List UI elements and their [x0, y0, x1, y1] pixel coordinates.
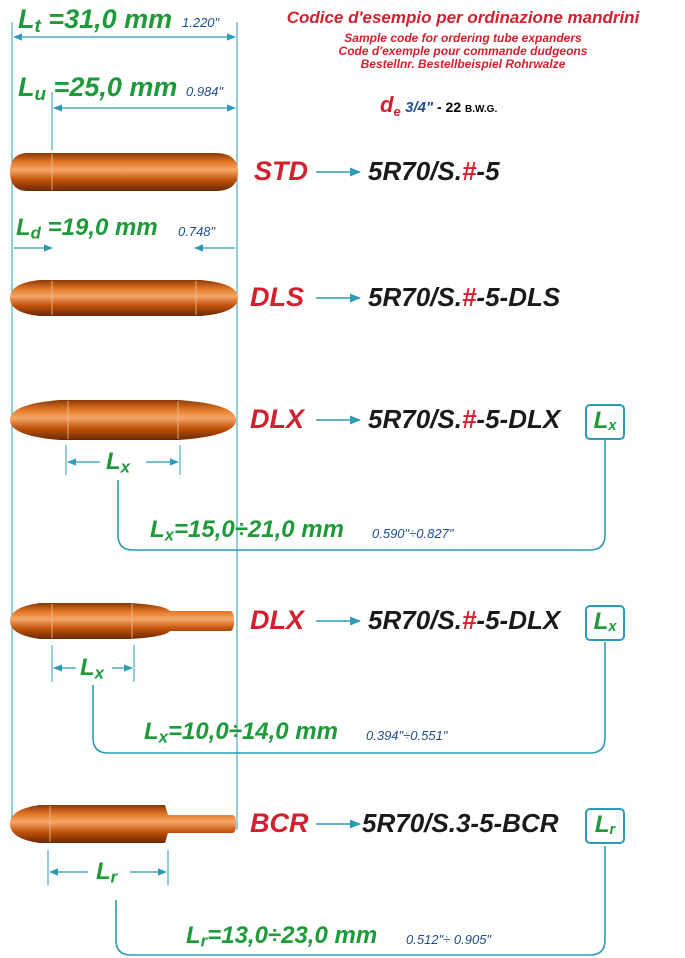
- lt-label: Lt =31,0 mm: [18, 4, 173, 37]
- dlx-mandrel-body-2: [10, 603, 234, 639]
- type-dlx-2: DLX: [250, 605, 304, 635]
- lx-label-2: Lx: [80, 654, 105, 683]
- type-dls: DLS: [250, 282, 304, 312]
- de-subscript: e: [393, 104, 401, 120]
- header-title: Codice d'esempio per ordinazione mandrin…: [286, 8, 640, 27]
- tube-spec: de 3/4" - 22 B.W.G.: [380, 92, 497, 119]
- code-std: 5R70/S.#-5: [368, 156, 500, 186]
- dls-mandrel-body: [10, 280, 238, 316]
- lu-inch: 0.984": [186, 84, 224, 99]
- code-dlx-2: 5R70/S.#-5-DLX: [368, 605, 561, 635]
- lr-range-inch: 0.512"÷ 0.905": [406, 932, 492, 947]
- lr-range: Lr=13,0÷23,0 mm: [186, 922, 378, 951]
- lx-range-1: Lx=15,0÷21,0 mm: [150, 516, 344, 545]
- lx-connector-2: [92, 642, 606, 754]
- ld-label: Ld =19,0 mm: [16, 214, 158, 243]
- de-fraction: 3/4": [405, 99, 434, 116]
- lu-label: Lu =25,0 mm: [18, 72, 178, 105]
- lr-connector: [115, 846, 606, 956]
- de-rest: - 22: [433, 99, 466, 115]
- code-dlx-1: 5R70/S.#-5-DLX: [368, 404, 561, 434]
- ld-inch: 0.748": [178, 224, 216, 239]
- lr-box: Lr: [585, 808, 625, 844]
- type-bcr: BCR: [250, 808, 309, 838]
- lx-range-2-inch: 0.394"÷0.551": [366, 728, 448, 743]
- lx-connector-1: [117, 438, 606, 551]
- header-sub-fr: Code d'exemple pour commande dudgeons: [338, 44, 588, 58]
- de-bwg: B.W.G.: [465, 104, 498, 115]
- code-bcr: 5R70/S.3-5-BCR: [362, 808, 559, 838]
- type-std: STD: [254, 156, 308, 186]
- lx-label-1: Lx: [106, 448, 131, 477]
- lr-label: Lr: [96, 858, 118, 887]
- header-sub-en: Sample code for ordering tube expanders: [344, 31, 582, 45]
- lt-inch: 1.220": [182, 15, 220, 30]
- header-sub-de: Bestellnr. Bestellbeispiel Rohrwalze: [360, 57, 566, 71]
- lx-range-1-inch: 0.590"÷0.827": [372, 526, 454, 541]
- dlx-mandrel-body-1: [10, 400, 236, 440]
- de-symbol: d: [380, 92, 394, 117]
- bcr-mandrel-body: [10, 805, 236, 843]
- type-dlx-1: DLX: [250, 404, 304, 434]
- std-mandrel-body: [10, 153, 238, 191]
- lx-box-2: Lx: [585, 605, 625, 641]
- lx-range-2: Lx=10,0÷14,0 mm: [144, 718, 338, 747]
- lx-box-1: Lx: [585, 404, 625, 440]
- code-dls: 5R70/S.#-5-DLS: [368, 282, 561, 312]
